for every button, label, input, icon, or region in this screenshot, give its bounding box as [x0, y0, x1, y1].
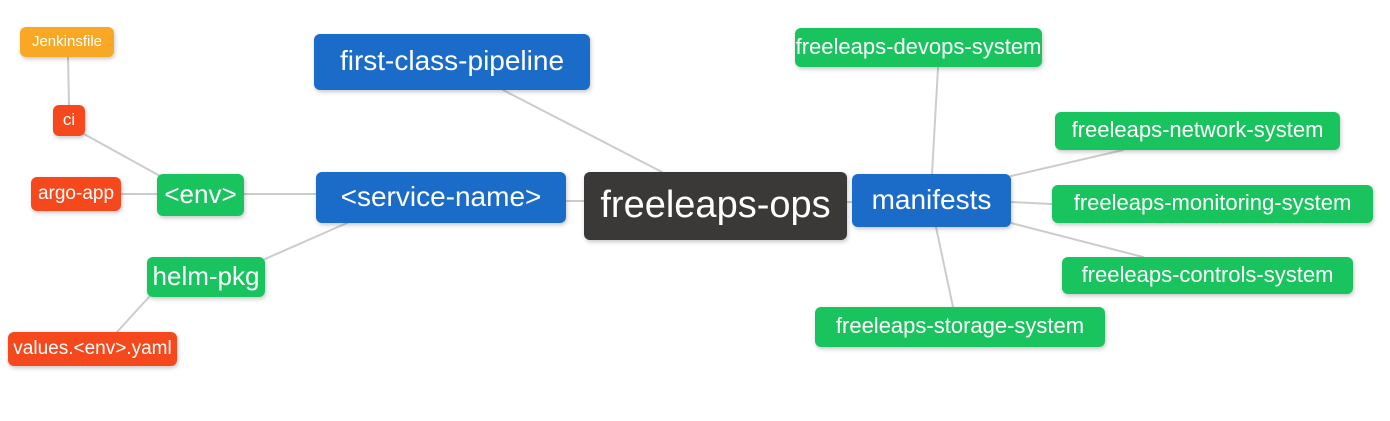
node-freeleaps-monitoring-system[interactable]: freeleaps-monitoring-system	[1052, 185, 1373, 223]
node-label: first-class-pipeline	[339, 45, 565, 76]
edge-values-env-yaml-to-helm-pkg	[116, 296, 150, 333]
node-manifests[interactable]: manifests	[852, 174, 1011, 227]
node-label: Jenkinsfile	[31, 32, 103, 50]
edge-manifests-to-freeleaps-devops-system	[931, 67, 939, 175]
node-label: freeleaps-network-system	[1071, 117, 1324, 142]
edge-manifests-to-freeleaps-storage-system	[935, 226, 954, 308]
node-label: <env>	[164, 179, 237, 209]
edge-ci-to-env	[83, 133, 161, 177]
node-label: freeleaps-devops-system	[795, 33, 1042, 59]
node-ci[interactable]: ci	[53, 105, 85, 136]
node-label: <service-name>	[340, 180, 542, 212]
node-freeleaps-controls-system[interactable]: freeleaps-controls-system	[1062, 257, 1353, 294]
node-label: freeleaps-storage-system	[835, 313, 1085, 338]
node-label: freeleaps-monitoring-system	[1073, 190, 1352, 215]
node-freeleaps-storage-system[interactable]: freeleaps-storage-system	[815, 307, 1105, 347]
node-label: values.<env>.yaml	[13, 337, 172, 359]
node-argo-app[interactable]: argo-app	[31, 177, 121, 211]
node-helm-pkg[interactable]: helm-pkg	[147, 257, 265, 297]
node-label: argo-app	[37, 182, 115, 204]
edge-manifests-to-freeleaps-monitoring-system	[1010, 201, 1053, 205]
edge-jenkinsfile-to-ci	[67, 56, 70, 106]
node-label: helm-pkg	[152, 261, 260, 291]
node-values-env-yaml[interactable]: values.<env>.yaml	[8, 332, 177, 366]
node-first-class-pipeline[interactable]: first-class-pipeline	[314, 34, 590, 90]
node-freeleaps-network-system[interactable]: freeleaps-network-system	[1055, 112, 1340, 150]
node-label: ci	[62, 110, 76, 129]
edge-manifests-to-freeleaps-network-system	[1010, 149, 1124, 177]
edge-manifests-to-freeleaps-controls-system	[1010, 222, 1144, 258]
node-env[interactable]: <env>	[157, 174, 244, 216]
node-label: freeleaps-ops	[600, 184, 831, 226]
node-jenkinsfile[interactable]: Jenkinsfile	[20, 27, 114, 57]
edge-first-class-pipeline-to-freeleaps-ops	[502, 89, 663, 173]
node-label: freeleaps-controls-system	[1081, 261, 1334, 287]
node-service-name[interactable]: <service-name>	[316, 172, 566, 223]
node-freeleaps-ops[interactable]: freeleaps-ops	[584, 172, 847, 240]
node-label: manifests	[871, 183, 992, 215]
edge-helm-pkg-to-service-name	[264, 222, 348, 260]
node-freeleaps-devops-system[interactable]: freeleaps-devops-system	[795, 28, 1042, 67]
